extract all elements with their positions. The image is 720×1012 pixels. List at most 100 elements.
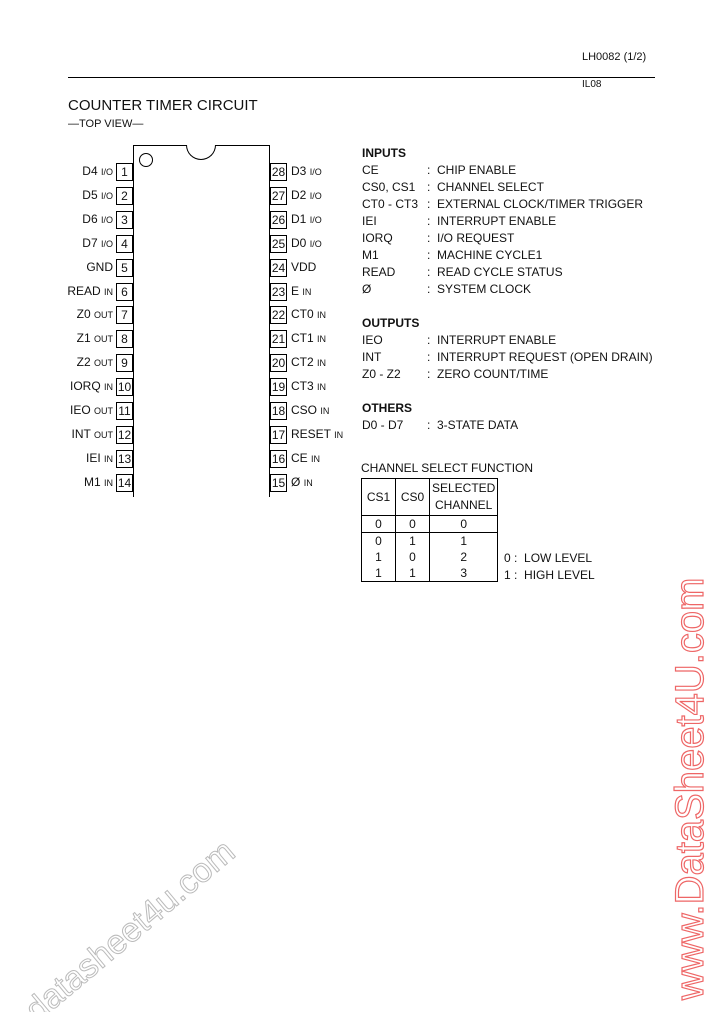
pin-number: 20 [270, 354, 287, 373]
pin-number: 16 [270, 449, 287, 468]
header-rule [68, 77, 655, 78]
pin-label: IEO OUT [69, 403, 113, 417]
signal-row: M1:MACHINE CYCLE1 [362, 248, 543, 262]
signal-desc: ZERO COUNT/TIME [437, 367, 549, 381]
pin-number: 24 [270, 258, 287, 277]
pin-number: 13 [116, 449, 133, 468]
signal-row: D0 - D7:3-STATE DATA [362, 418, 519, 432]
pin1-marker [139, 153, 153, 167]
pin-number: 25 [270, 234, 287, 253]
pin-label: IORQ IN [69, 379, 113, 394]
pin-number: 17 [270, 425, 287, 444]
pin-label: D7 I/O [82, 235, 113, 250]
table-cell: 0 [428, 515, 499, 533]
pin-number: 6 [116, 282, 133, 301]
pin-number: 14 [116, 473, 133, 492]
signal-desc: INTERRUPT ENABLE [437, 333, 557, 347]
pin-label: D6 I/O [82, 211, 113, 226]
pin-label: D5 I/O [82, 187, 113, 202]
signal-name: IEO [362, 333, 383, 347]
pin-number: 19 [270, 378, 287, 397]
signal-row: IEI:INTERRUPT ENABLE [362, 214, 557, 228]
signal-name: IORQ [362, 231, 393, 245]
pin-number: 10 [116, 378, 133, 397]
pin-number: 4 [116, 234, 133, 253]
signal-name: Z0 - Z2 [362, 367, 401, 381]
signal-row: CS0, CS1:CHANNEL SELECT [362, 180, 544, 194]
pin-label: INT OUT [71, 426, 113, 441]
signal-name: CE [362, 163, 379, 177]
pin-number: 7 [116, 306, 133, 325]
signal-desc: INTERRUPT REQUEST (OPEN DRAIN) [437, 350, 653, 364]
pin-number: 11 [116, 402, 133, 420]
signal-name: CS0, CS1 [362, 180, 416, 194]
doc-sub-id: IL08 [582, 79, 602, 90]
pin-label: CT0 IN [291, 307, 327, 322]
page-title: COUNTER TIMER CIRCUIT [68, 97, 258, 114]
table-cell: 1 [428, 532, 499, 549]
signal-name: Ø [362, 282, 372, 296]
col-header: SELECTED CHANNEL [428, 478, 499, 516]
pin-label: READ IN [67, 283, 113, 298]
col-header-line: CHANNEL [435, 498, 493, 512]
section-title: OUTPUTS [362, 316, 420, 330]
signal-row: IEO:INTERRUPT ENABLE [362, 333, 557, 347]
col-header-line: SELECTED [432, 481, 496, 495]
signal-name: IEI [362, 214, 377, 228]
signal-row: CT0 - CT3:EXTERNAL CLOCK/TIMER TRIGGER [362, 197, 644, 211]
legend-low: 0 : LOW LEVEL [504, 551, 593, 565]
pin-label: Z0 OUT [76, 307, 113, 322]
signal-desc: EXTERNAL CLOCK/TIMER TRIGGER [437, 197, 644, 211]
signal-row: Ø:SYSTEM CLOCK [362, 282, 532, 296]
pin-label: CT1 IN [291, 331, 327, 346]
pin-number: 18 [270, 402, 287, 420]
signal-row: Z0 - Z2:ZERO COUNT/TIME [362, 367, 549, 381]
chip-notch [186, 145, 216, 160]
signal-name: READ [362, 265, 396, 279]
pin-label: CSO IN [291, 403, 330, 417]
signal-desc: CHIP ENABLE [437, 163, 517, 177]
pin-label: E IN [291, 283, 312, 298]
pin-label: RESET IN [291, 426, 344, 441]
pin-label: CT2 IN [291, 355, 327, 370]
signal-name: INT [362, 350, 382, 364]
signal-row: READ:READ CYCLE STATUS [362, 265, 563, 279]
signal-name: D0 - D7 [362, 418, 404, 432]
pin-number: 28 [270, 163, 287, 181]
watermark-diagonal: datasheet4u.com [18, 832, 243, 1012]
section-title: OTHERS [362, 401, 413, 415]
pin-label: GND [86, 259, 113, 274]
pin-number: 12 [116, 425, 133, 444]
pin-number: 26 [270, 210, 287, 229]
pin-label: IEI IN [85, 450, 113, 465]
pin-number: 2 [116, 186, 133, 205]
signal-desc: SYSTEM CLOCK [437, 282, 532, 296]
signal-desc: CHANNEL SELECT [437, 180, 544, 194]
page-subtitle: —TOP VIEW— [68, 118, 144, 130]
pin-label: CT3 IN [291, 379, 327, 394]
pin-label: D2 I/O [291, 187, 322, 202]
pin-number: 22 [270, 306, 287, 325]
signal-desc: MACHINE CYCLE1 [437, 248, 543, 262]
table-cell: 1 [395, 565, 430, 582]
pin-label: M1 IN [83, 474, 113, 489]
doc-id: LH0082 (1/2) [582, 51, 647, 63]
signal-row: IORQ:I/O REQUEST [362, 231, 515, 245]
signal-desc: I/O REQUEST [437, 231, 515, 245]
table-cell: 1 [361, 565, 396, 582]
pin-label: D1 I/O [291, 211, 322, 226]
pin-label: Z1 OUT [76, 331, 113, 346]
pin-number: 5 [116, 258, 133, 277]
pin-number: 21 [270, 330, 287, 349]
col-header: CS0 [395, 478, 430, 516]
table-cell: 1 [361, 549, 396, 565]
table-cell: 0 [361, 532, 396, 549]
pin-label: Ø IN [291, 474, 313, 489]
signal-name: CT0 - CT3 [362, 197, 419, 211]
pin-number: 27 [270, 186, 287, 205]
table-cell: 0 [361, 515, 396, 533]
